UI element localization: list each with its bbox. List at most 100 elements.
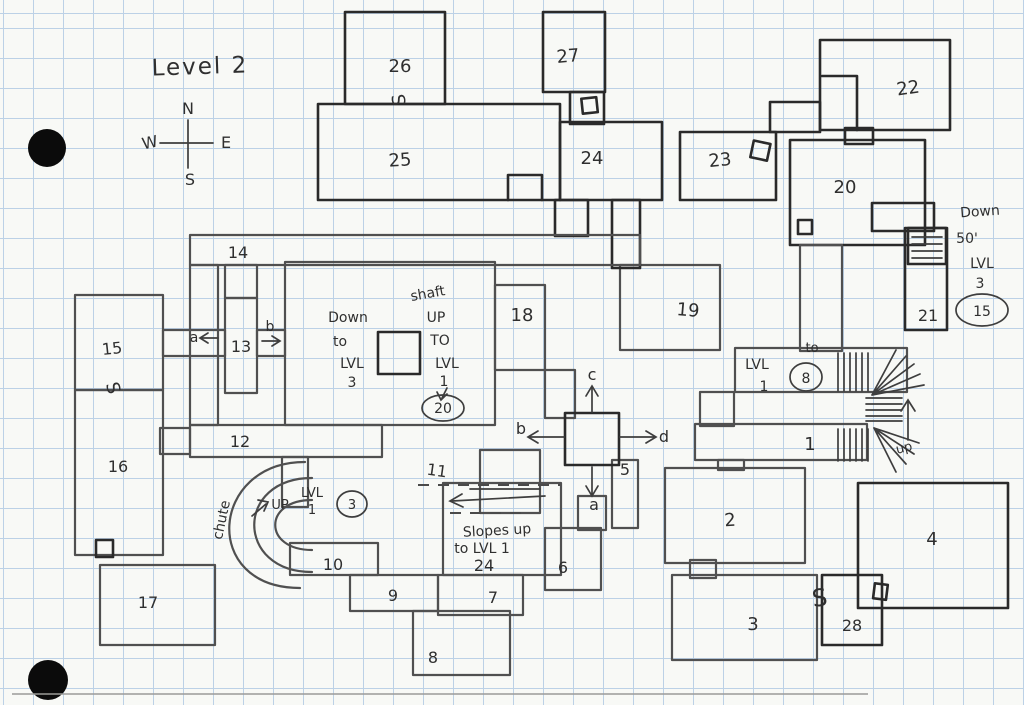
teleporter-dest-d: d xyxy=(659,427,669,446)
circled-number-3: 3 xyxy=(348,498,356,513)
corridor-2-3 xyxy=(688,558,718,580)
room-label-26: 26 xyxy=(389,56,412,77)
stair-fan-lower-icon xyxy=(873,427,920,473)
shaft-square xyxy=(376,330,422,376)
walls xyxy=(73,10,1010,677)
arrow-up-icon xyxy=(900,398,916,441)
room-11-outline xyxy=(478,448,542,515)
room-label-23: 23 xyxy=(708,149,733,172)
teleporter-dest-b: b xyxy=(516,419,526,438)
corridor-23-22 xyxy=(768,100,822,134)
stair-rungs-icon xyxy=(865,397,903,422)
hole-punch-bottom xyxy=(28,660,68,700)
door-room-27 xyxy=(580,95,600,115)
door-room-16 xyxy=(94,538,115,559)
chute-inner-curve xyxy=(274,498,314,552)
room-label-18: 18 xyxy=(511,305,534,326)
annotation-text: UP xyxy=(271,498,289,513)
teleporter-dest-c: c xyxy=(588,365,597,384)
annotation-slopes: Slopes up to LVL 1 24 xyxy=(418,484,560,575)
corridor-14 xyxy=(188,233,642,267)
room-1-corridor xyxy=(693,422,869,462)
annotation-text: TO xyxy=(429,333,450,349)
room-label-2: 2 xyxy=(724,510,737,532)
teleporter-dest-a: a xyxy=(589,495,599,514)
room-27-corridor xyxy=(568,90,606,126)
room-label-27: 27 xyxy=(556,45,581,68)
annotation-text: LVL xyxy=(970,256,994,272)
annotation-text: shaft xyxy=(409,283,447,305)
room-label-4: 4 xyxy=(926,529,937,550)
annotation-chute: chute UP LVL 1 3 xyxy=(210,486,368,541)
room-label-14: 14 xyxy=(228,243,248,262)
room-label-3: 3 xyxy=(747,614,758,635)
compass-north: N xyxy=(182,99,194,118)
corridor-20-21 xyxy=(870,201,936,233)
circled-number-8: 8 xyxy=(802,371,811,387)
circled-number-ring xyxy=(789,362,823,392)
compass-west: W xyxy=(140,132,160,154)
arrow-up-icon xyxy=(251,499,270,517)
annotation-text: Down xyxy=(960,203,1001,222)
annotation-text: Slopes up xyxy=(462,521,531,541)
room-label-11: 11 xyxy=(426,460,449,482)
room-2-outline xyxy=(663,466,807,565)
room-label-9: 9 xyxy=(388,586,398,605)
arrow-right-icon xyxy=(619,430,658,444)
slope-arrow-icon xyxy=(448,488,546,508)
annotation-text: 1 xyxy=(760,379,769,395)
teleporter-square xyxy=(563,411,621,467)
arrow-left-icon xyxy=(198,332,219,344)
passage-label-a: a xyxy=(190,330,199,346)
corridor-18-south xyxy=(543,368,577,420)
room-25-outline xyxy=(316,102,562,202)
room-label-16: 16 xyxy=(108,457,128,476)
corridor-20-south xyxy=(798,243,844,353)
annotation-right-stair: to LVL 1 8 up xyxy=(745,341,916,458)
room-label-1: 1 xyxy=(804,434,815,455)
corridor-25-14 xyxy=(553,198,590,238)
room-label-13: 13 xyxy=(231,337,251,356)
room-22-inner-wall xyxy=(820,74,859,132)
room-label-25: 25 xyxy=(388,149,412,172)
central-room-outline xyxy=(283,260,497,427)
room-label-5: 5 xyxy=(620,460,630,479)
circled-number-ring xyxy=(421,394,465,422)
stairs xyxy=(837,226,948,473)
room-label-12: 12 xyxy=(230,432,250,451)
circled-number-ring xyxy=(955,293,1009,327)
annotation-text: 24 xyxy=(474,556,494,575)
room-label-17: 17 xyxy=(138,593,158,612)
compass-rose: N E S W xyxy=(140,99,231,189)
room-23-outline xyxy=(678,130,778,202)
corridor-16-12 xyxy=(158,426,192,456)
room-label-10: 10 xyxy=(323,555,343,574)
room-label-20: 20 xyxy=(834,177,857,198)
annotation-text: 1 xyxy=(308,503,316,518)
annotation-text: LVL xyxy=(435,356,459,372)
corridor-22-20 xyxy=(843,126,875,146)
room-5-corridor xyxy=(610,458,640,530)
annotation-text: LVL xyxy=(745,357,769,373)
corridor-12-chute xyxy=(280,455,310,509)
hole-punch-top xyxy=(28,129,66,167)
room-label-28: 28 xyxy=(842,616,862,635)
teleporter xyxy=(526,384,658,498)
room-19-outline xyxy=(618,263,722,352)
annotation-text: 50' xyxy=(956,231,978,247)
annotation-text: UP xyxy=(427,310,446,326)
circled-number-20: 20 xyxy=(434,401,452,417)
room-22-outline xyxy=(818,38,952,132)
stair-hatch-lower-icon xyxy=(837,428,869,462)
arrow-down-icon xyxy=(585,466,599,498)
room-8-outline xyxy=(411,609,512,677)
room-28-outline xyxy=(820,573,884,647)
room-label-7: 7 xyxy=(488,588,498,607)
room-labels: 1 2 3 4 5 6 7 8 9 10 11 12 13 14 15 16 1… xyxy=(101,45,938,667)
annotation-text: 3 xyxy=(348,375,357,391)
door-room-20 xyxy=(796,218,814,236)
map-title: Level 2 xyxy=(151,52,249,81)
annotation-text: to LVL 1 xyxy=(454,541,510,557)
secret-door-icon: S xyxy=(810,583,829,613)
